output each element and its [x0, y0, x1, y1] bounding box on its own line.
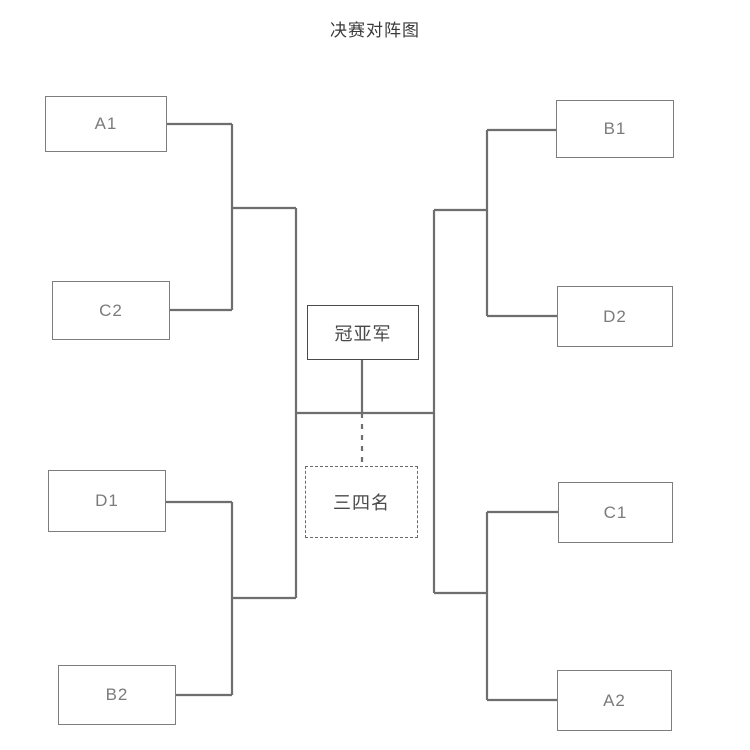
bracket-node-c1[interactable]: C1 [558, 482, 673, 543]
bracket-node-final[interactable]: 冠亚军 [307, 305, 419, 360]
bracket-node-label: 三四名 [333, 493, 390, 514]
bracket-node-d2[interactable]: D2 [557, 286, 673, 347]
bracket-node-label: 冠亚军 [334, 323, 392, 345]
bracket-node-b1[interactable]: B1 [556, 100, 674, 158]
bracket-node-label: A1 [94, 114, 118, 133]
bracket-node-label: C1 [603, 502, 628, 522]
bracket-node-d1[interactable]: D1 [48, 470, 166, 532]
bracket-node-label: B2 [105, 685, 129, 704]
bracket-node-label: C2 [99, 300, 123, 320]
bracket-node-a2[interactable]: A2 [557, 670, 672, 731]
bracket-node-third-place[interactable]: 三四名 [305, 466, 418, 538]
bracket-node-c2[interactable]: C2 [52, 281, 170, 340]
bracket-node-label: A2 [603, 690, 626, 710]
bracket-node-label: B1 [603, 119, 627, 138]
bracket-node-label: D2 [603, 306, 627, 326]
page-title: 决赛对阵图 [330, 21, 420, 41]
bracket-node-label: D1 [95, 491, 119, 510]
bracket-node-b2[interactable]: B2 [58, 665, 176, 725]
bracket-node-a1[interactable]: A1 [45, 96, 167, 152]
